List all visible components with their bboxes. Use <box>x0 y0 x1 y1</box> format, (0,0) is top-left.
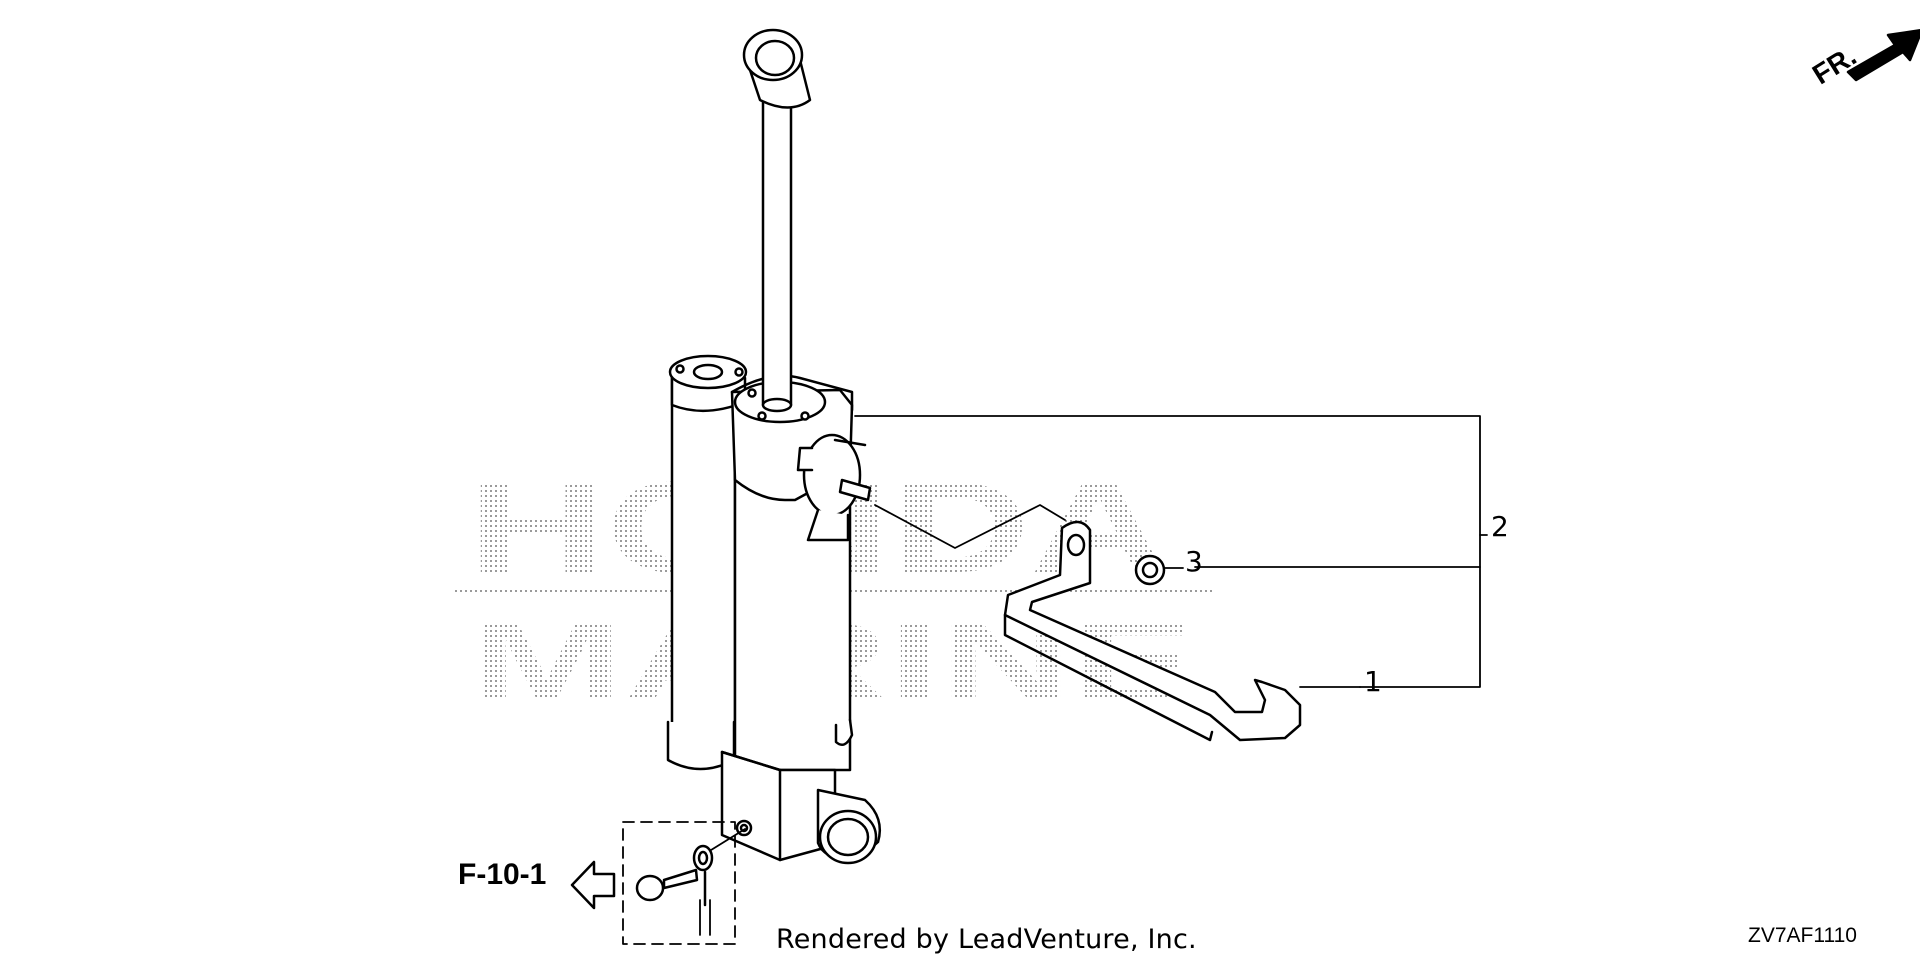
piston-rod <box>742 28 812 413</box>
callout-label-3: 3 <box>1185 545 1203 578</box>
bottom-block <box>720 750 837 862</box>
outlet-pipe <box>816 788 882 865</box>
diagram-code: ZV7AF1110 <box>1748 924 1857 947</box>
back-cylinder <box>666 354 748 771</box>
bracket <box>1003 520 1302 742</box>
flange-nut <box>1134 554 1166 586</box>
ground-terminal-group <box>622 821 746 945</box>
callout-lines <box>854 415 1488 688</box>
motor-mount <box>796 433 872 542</box>
reference-label[interactable]: F-10-1 <box>458 858 547 891</box>
front-direction-arrow-icon <box>1846 29 1920 82</box>
callout-label-1: 1 <box>1364 665 1382 698</box>
render-credit: Rendered by LeadVenture, Inc. <box>776 924 1197 955</box>
callout-label-2: 2 <box>1491 510 1509 543</box>
callout-line-2 <box>854 415 1481 688</box>
reference-arrow-icon <box>570 860 616 910</box>
leader-stud <box>874 504 1066 549</box>
front-direction-indicator: FR. <box>1805 40 1915 110</box>
